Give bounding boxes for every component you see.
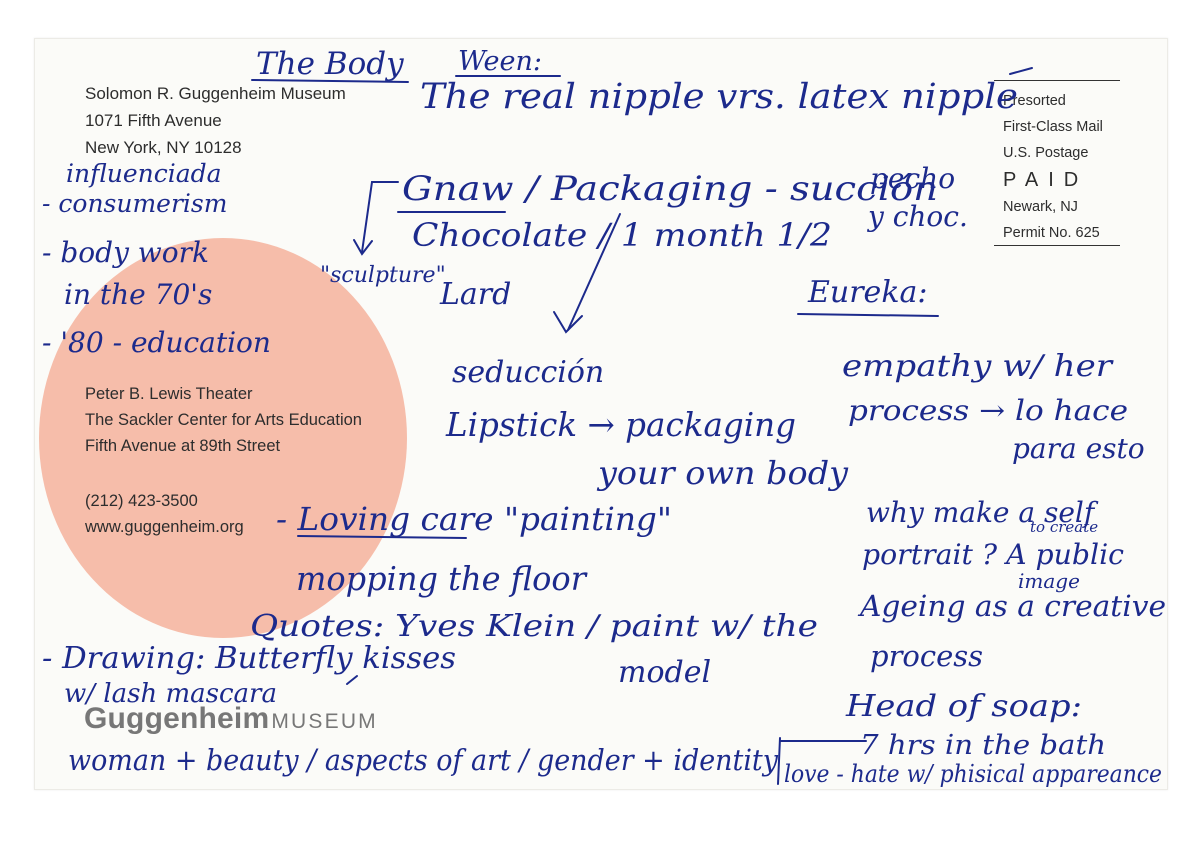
note-empathy: empathy w/ her xyxy=(842,349,1114,384)
bracket-love-hate xyxy=(777,737,867,785)
note-love-hate: love - hate w/ phisical appareance xyxy=(784,760,1162,788)
postage-line-permit: Permit No. 625 xyxy=(1003,225,1100,241)
theater-street: Fifth Avenue at 89th Street xyxy=(85,437,281,455)
orange-circle-graphic xyxy=(39,238,407,638)
underline-eureka xyxy=(797,313,939,317)
arrowhead-sculpture xyxy=(353,239,373,256)
logo-brand: Guggenheim xyxy=(84,702,270,735)
note-to-create: to create xyxy=(1030,518,1098,536)
note-quotes: Quotes: Yves Klein / paint w/ the xyxy=(250,609,818,644)
note-lash: w/ lash mascara xyxy=(64,679,277,709)
underline-loving-care xyxy=(297,535,467,539)
guggenheim-logo: GuggenheimMUSEUM xyxy=(84,702,378,736)
note-ychoc: y choc. xyxy=(866,200,968,233)
postage-line-presorted: Presorted xyxy=(1003,93,1066,109)
note-image: image xyxy=(1018,569,1080,593)
note-sculpture: "sculpture" xyxy=(320,263,446,288)
note-own-body: your own body xyxy=(596,454,849,492)
arrow-to-sculpture xyxy=(361,181,399,253)
note-seduccion: seducción xyxy=(452,355,604,390)
sender-name: Solomon R. Guggenheim Museum xyxy=(85,84,346,103)
note-drawing: - Drawing: Butterfly kisses xyxy=(42,641,456,676)
contact-web: www.guggenheim.org xyxy=(85,518,244,536)
note-loving-care: - Loving care "painting" xyxy=(276,500,672,538)
note-seven-hrs: 7 hrs in the bath xyxy=(860,730,1106,761)
note-the-body: The Body xyxy=(256,46,404,82)
note-ageing: Ageing as a creative xyxy=(857,589,1166,623)
note-consumerism: - consumerism xyxy=(42,189,227,218)
note-para-esto: para esto xyxy=(1012,432,1145,465)
note-process-hace: process → lo hace xyxy=(848,394,1128,427)
note-lipstick: Lipstick → packaging xyxy=(445,405,796,444)
note-eighties: - '80 - education xyxy=(42,326,271,359)
underline-the-body xyxy=(251,79,409,83)
note-portrait: portrait ? A public xyxy=(862,538,1124,571)
theater-center: The Sackler Center for Arts Education xyxy=(85,411,362,429)
note-lard: Lard xyxy=(439,277,511,312)
note-model: model xyxy=(618,655,711,690)
note-nipple: The real nipple vrs. latex nipple xyxy=(420,77,1018,117)
postage-line-city: Newark, NJ xyxy=(1003,199,1078,215)
contact-info: (212) 423-3500 www.guggenheim.org xyxy=(85,488,244,540)
note-seventies: in the 70's xyxy=(64,278,212,311)
note-woman: woman + beauty / aspects of art / gender… xyxy=(68,743,779,777)
theater-name: Peter B. Lewis Theater xyxy=(85,385,253,403)
note-why-make: why make a self xyxy=(866,496,1099,529)
note-pecho: pecho xyxy=(870,162,955,195)
postage-line-class: First-Class Mail xyxy=(1003,119,1103,135)
nipple-stroke xyxy=(1009,67,1033,75)
note-eureka: Eureka: xyxy=(807,275,928,310)
note-ween: Ween: xyxy=(458,46,542,77)
logo-museum: MUSEUM xyxy=(271,710,378,733)
sender-street: 1071 Fifth Avenue xyxy=(85,111,222,130)
note-influenciada: influenciada xyxy=(66,159,222,188)
note-gnaw: Gnaw / Packaging - succión xyxy=(402,169,938,209)
arrow-to-seduccion xyxy=(567,213,621,331)
theater-address: Peter B. Lewis Theater The Sackler Cente… xyxy=(85,381,362,459)
note-mopping: mopping the floor xyxy=(296,559,588,598)
postage-paid: PAID xyxy=(1003,169,1089,191)
contact-phone: (212) 423-3500 xyxy=(85,492,198,510)
postage-line-us: U.S. Postage xyxy=(1003,145,1089,161)
arrowhead-seduccion xyxy=(553,311,583,334)
note-process: process xyxy=(870,639,983,673)
strike-mark xyxy=(346,675,358,685)
note-chocolate: Chocolate / 1 month 1/2 xyxy=(412,216,832,254)
note-body-work: - body work xyxy=(42,236,209,269)
postage-indicia: Presorted First-Class Mail U.S. Postage … xyxy=(994,80,1120,246)
note-head-soap: Head of soap: xyxy=(845,689,1082,724)
sender-address: Solomon R. Guggenheim Museum 1071 Fifth … xyxy=(85,80,346,161)
sender-city: New York, NY 10128 xyxy=(85,138,242,157)
